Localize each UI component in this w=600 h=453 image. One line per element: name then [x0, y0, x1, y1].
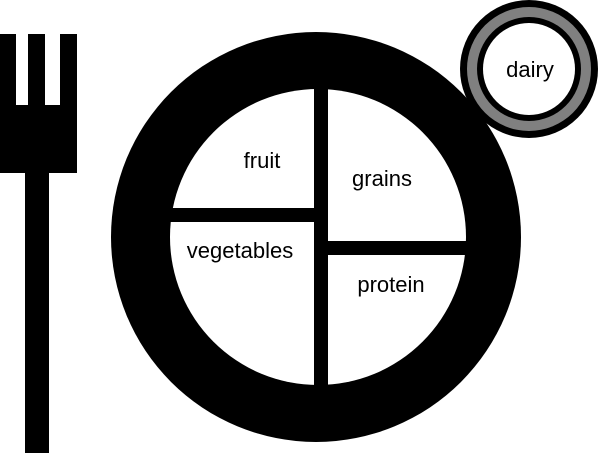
dairy-cup[interactable]: dairy [460, 0, 598, 138]
label-grains: grains [352, 166, 412, 191]
label-vegetables: vegetables [187, 238, 293, 263]
cup-center [483, 23, 575, 115]
label-dairy: dairy [506, 57, 554, 82]
label-fruit: fruit [244, 148, 281, 173]
plate: fruit grains vegetables protein [111, 32, 521, 442]
label-protein: protein [357, 272, 424, 297]
fork-icon [0, 34, 77, 453]
